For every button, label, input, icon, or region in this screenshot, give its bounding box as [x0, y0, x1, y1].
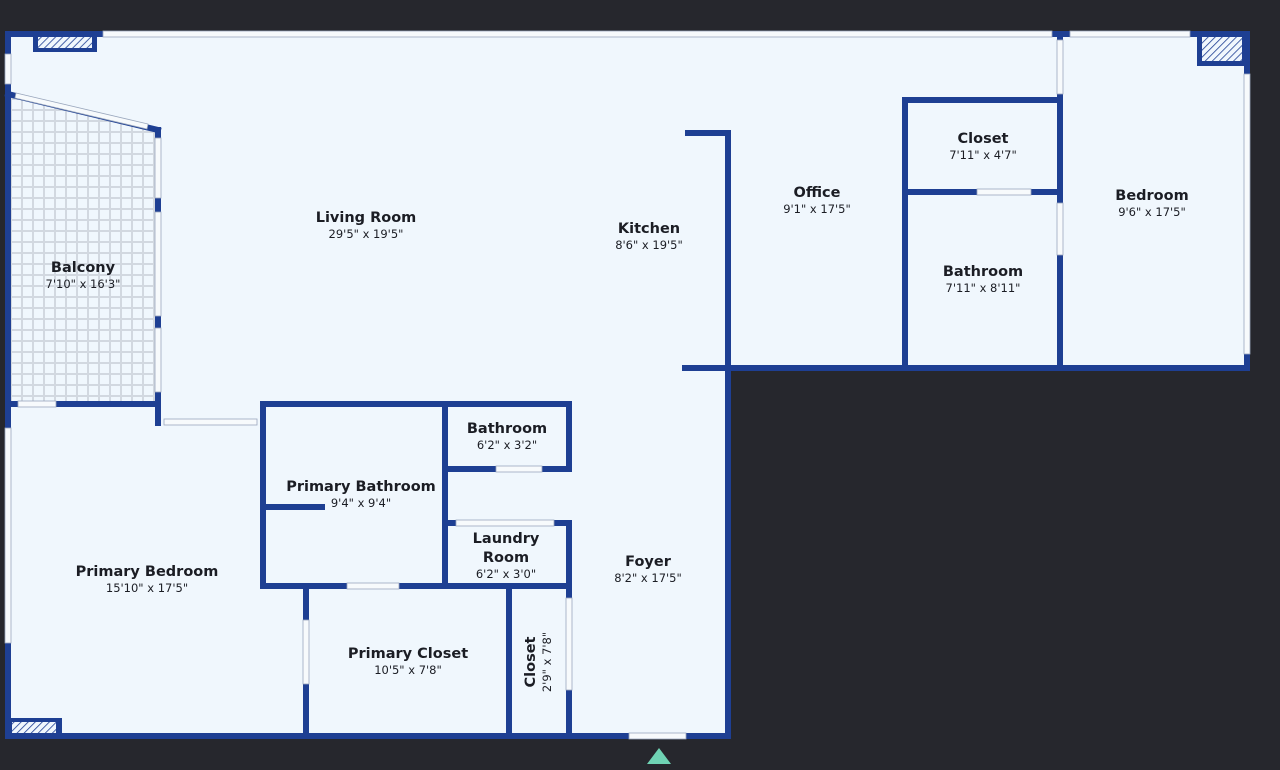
room-name-living-room: Living Room [316, 210, 417, 226]
room-dims-laundry-room: 6'2" x 3'0" [476, 567, 536, 581]
openings [4, 30, 1251, 740]
room-name-laundry-line1: Laundry [473, 531, 540, 547]
column-top-left-hatch [38, 37, 92, 48]
balcony-floor [8, 94, 158, 404]
window-top-right [1069, 30, 1191, 38]
room-name-bathroom-small: Bathroom [467, 421, 547, 437]
room-dims-closet-small: 2'9" x 7'8" [540, 632, 554, 692]
window-left-top [4, 53, 12, 85]
floor-area [8, 34, 1248, 736]
room-name-kitchen: Kitchen [618, 221, 680, 237]
window-balcony-right-1 [154, 137, 162, 199]
room-name-closet-upper: Closet [958, 131, 1009, 147]
floor-top [8, 34, 1248, 368]
room-name-bedroom: Bedroom [1115, 188, 1188, 204]
door-closet-small [565, 597, 573, 691]
room-name-office: Office [794, 185, 841, 201]
room-dims-primary-bedroom: 15'10" x 17'5" [106, 581, 188, 595]
room-dims-living-room: 29'5" x 19'5" [329, 227, 404, 241]
room-name-balcony: Balcony [51, 260, 116, 276]
room-name-primary-bathroom: Primary Bathroom [286, 479, 436, 495]
room-dims-office: 9'1" x 17'5" [783, 202, 851, 216]
column-bottom-left-hatch [12, 722, 56, 733]
window-top-long [102, 30, 1053, 38]
window-balcony-right-3 [154, 327, 162, 393]
door-balcony-bottom [17, 400, 57, 408]
room-name-primary-closet: Primary Closet [348, 646, 468, 662]
door-small-bath [495, 465, 543, 473]
door-pcloset [302, 619, 310, 685]
room-dims-primary-closet: 10'5" x 7'8" [374, 663, 442, 677]
room-name-laundry-line2: Room [483, 550, 529, 566]
closet-small-label: Closet 2'9" x 7'8" [523, 632, 554, 692]
room-dims-balcony: 7'10" x 16'3" [46, 277, 121, 291]
floor-bottom [8, 368, 728, 736]
room-dims-kitchen: 8'6" x 19'5" [615, 238, 683, 252]
entrance-arrow-icon [647, 748, 671, 764]
structural-columns [8, 34, 1247, 736]
window-right [1243, 73, 1251, 355]
window-balcony-diagonal [14, 92, 149, 130]
room-dims-bathroom-small: 6'2" x 3'2" [477, 438, 537, 452]
door-primary-bedroom [163, 418, 258, 426]
window-left-bottom [4, 427, 12, 644]
room-dims-bedroom: 9'6" x 17'5" [1118, 205, 1186, 219]
room-labels: Living Room 29'5" x 19'5" Kitchen 8'6" x… [46, 131, 1189, 692]
door-pbath-bottom [346, 582, 400, 590]
door-bedroom-wall-2 [1056, 202, 1064, 256]
room-name-primary-bedroom: Primary Bedroom [76, 564, 219, 580]
wall-kitchen [685, 130, 731, 371]
room-name-foyer: Foyer [625, 554, 672, 570]
door-laundry [455, 519, 555, 527]
door-bedroom-wall [1056, 39, 1064, 95]
door-closet-upper [976, 188, 1032, 196]
door-entrance [628, 732, 687, 740]
room-name-bathroom-upper: Bathroom [943, 264, 1023, 280]
room-dims-closet-upper: 7'11" x 4'7" [949, 148, 1017, 162]
column-top-right-hatch [1202, 37, 1242, 61]
room-dims-bathroom-upper: 7'11" x 8'11" [946, 281, 1021, 295]
window-balcony-right-2 [154, 211, 162, 317]
room-name-closet-small: Closet [523, 636, 539, 687]
room-dims-foyer: 8'2" x 17'5" [614, 571, 682, 585]
room-dims-primary-bathroom: 9'4" x 9'4" [331, 496, 391, 510]
